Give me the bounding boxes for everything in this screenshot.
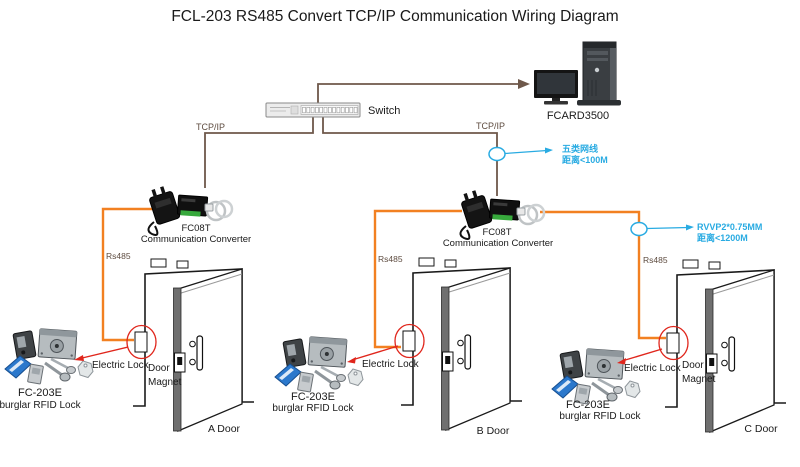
switch-ports: [302, 107, 358, 114]
door-c-magnet-label-2: Magnet: [682, 374, 716, 385]
converter-right-label: Communication Converter: [443, 238, 553, 249]
wire-rs485-door-a: [101, 207, 162, 342]
switch-label: Switch: [368, 105, 400, 117]
cat5-callout-circle: [488, 146, 506, 162]
wire-rs485-door-b: [373, 209, 462, 349]
door-a-magnet-label-1: Door: [148, 363, 170, 374]
rfid-lock-kit-c: [550, 347, 642, 406]
door-a-magnet-label-2: Magnet: [148, 377, 182, 388]
cat5-annotation-2: 距离<100M: [562, 154, 608, 165]
door-b: [394, 257, 523, 431]
tower-base: [577, 100, 621, 106]
tower-drive-bay: [587, 58, 608, 61]
computer-workstation: [534, 41, 621, 106]
door-c-label: C Door: [744, 423, 778, 435]
cat5-callout-line: [504, 149, 548, 155]
rfid-lock-kit-a: [3, 327, 95, 386]
rvvp-callout-arrowhead: [686, 224, 694, 231]
monitor-base: [544, 101, 568, 105]
tcpip-right-label: TCP/IP: [476, 121, 505, 131]
wire-switch-to-pc: [317, 83, 519, 103]
kit-c-name: FC-203E: [566, 399, 610, 411]
monitor-neck: [552, 98, 560, 102]
door-b-label: B Door: [477, 425, 510, 437]
tower-top: [583, 42, 616, 48]
electric-lock-label-a: Electric Lock: [92, 360, 150, 371]
arrowhead-lock-c: [617, 358, 626, 365]
kit-a-label: burglar RFID Lock: [0, 400, 82, 411]
rfid-lock-kit-b: [273, 335, 365, 394]
tower-side: [610, 42, 616, 101]
tower-power-button: [594, 67, 600, 73]
arrow-lock-c: [621, 348, 663, 362]
rs485-label-c: Rs485: [643, 255, 668, 265]
kit-c-label: burglar RFID Lock: [559, 411, 641, 422]
wire-tcpip-left: [204, 117, 314, 188]
wire-rs485-door-c: [540, 210, 666, 340]
cat5-annotation-1: 五类网线: [562, 143, 598, 154]
tower-drive-bay: [587, 51, 608, 55]
kit-b-name: FC-203E: [291, 391, 335, 403]
electric-lock-label-b: Electric Lock: [362, 359, 420, 370]
converter-left-name: FC08T: [181, 223, 210, 234]
rvvp-callout-circle: [630, 221, 648, 237]
computer-label: FCARD3500: [547, 110, 609, 122]
wire-tcpip-right: [322, 117, 498, 196]
rs485-label-b: Rs485: [378, 254, 403, 264]
door-a-label: A Door: [208, 423, 241, 435]
tcpip-left-label: TCP/IP: [196, 122, 225, 132]
kit-a-name: FC-203E: [18, 387, 62, 399]
arrowhead-to-pc: [518, 79, 530, 89]
converter-right-name: FC08T: [482, 227, 511, 238]
door-c: [658, 259, 787, 433]
door-a: [126, 258, 255, 432]
rs485-label-a: Rs485: [106, 251, 131, 261]
monitor-screen: [537, 73, 575, 94]
arrowhead-lock-b: [347, 357, 356, 364]
cat5-callout-arrowhead: [545, 147, 553, 154]
rvvp-annotation-2: 距离<1200M: [697, 232, 748, 243]
electric-lock-label-c: Electric Lock: [624, 363, 682, 374]
arrow-lock-b: [351, 345, 399, 361]
arrowhead-lock-a: [74, 355, 84, 361]
converter-left-label: Communication Converter: [141, 234, 251, 245]
rvvp-annotation-1: RVVP2*0.75MM: [697, 222, 762, 232]
page-title: FCL-203 RS485 Convert TCP/IP Communicati…: [171, 8, 618, 25]
kit-b-label: burglar RFID Lock: [272, 403, 354, 414]
switch-badge: [290, 105, 299, 115]
rvvp-callout-line: [646, 226, 689, 230]
arrow-lock-a: [77, 346, 129, 360]
door-c-magnet-label-1: Door: [682, 360, 704, 371]
switch-device: [265, 102, 361, 118]
